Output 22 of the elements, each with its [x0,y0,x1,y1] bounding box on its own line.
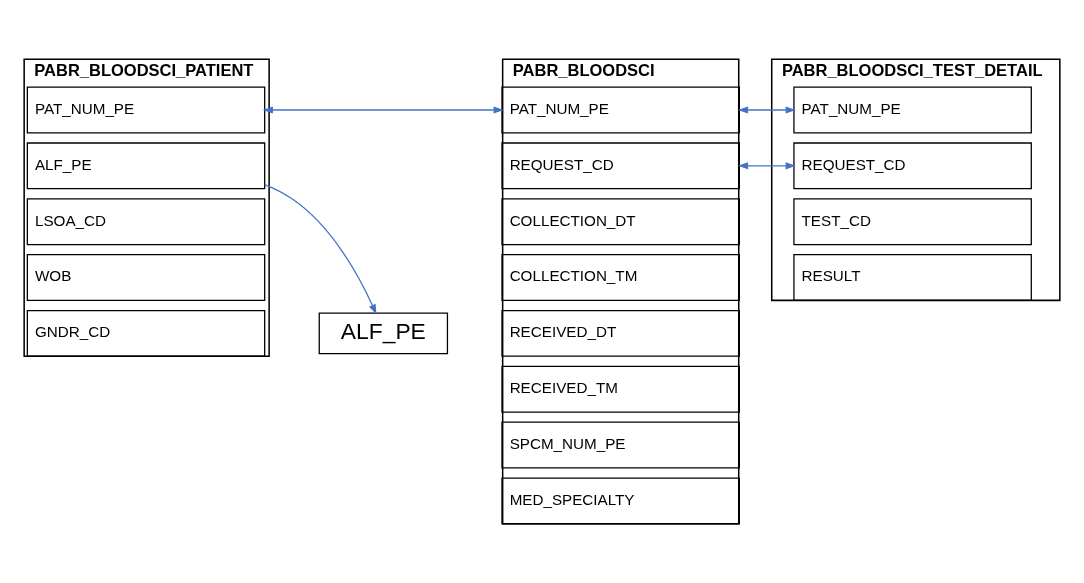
node-box: ALF_PE [26,142,266,190]
node-box: REQUEST_CD [501,142,740,190]
node-box: RECEIVED_DT [501,309,740,357]
node-box: PAT_NUM_PE [501,86,740,134]
node-box: REQUEST_CD [793,142,1032,190]
node-box: LSOA_CD [26,198,266,246]
node-box: PAT_NUM_PE [26,86,266,134]
arrow [262,106,504,114]
node-box: RESULT [793,254,1032,301]
arrow [737,106,796,114]
node-box: RECEIVED_TM [501,365,740,413]
arrow [737,162,796,170]
node-box: COLLECTION_TM [501,254,740,301]
node-box: TEST_CD [793,198,1032,246]
node-box: WOB [26,254,266,301]
node-box: PAT_NUM_PE [793,86,1032,134]
node-box: COLLECTION_DT [501,198,740,246]
node-box: ALF_PE [318,312,449,355]
arrow [264,184,377,315]
node-box: SPCM_NUM_PE [501,421,740,469]
node-box: MED_SPECIALTY [501,477,740,525]
node-box: GNDR_CD [26,309,266,357]
